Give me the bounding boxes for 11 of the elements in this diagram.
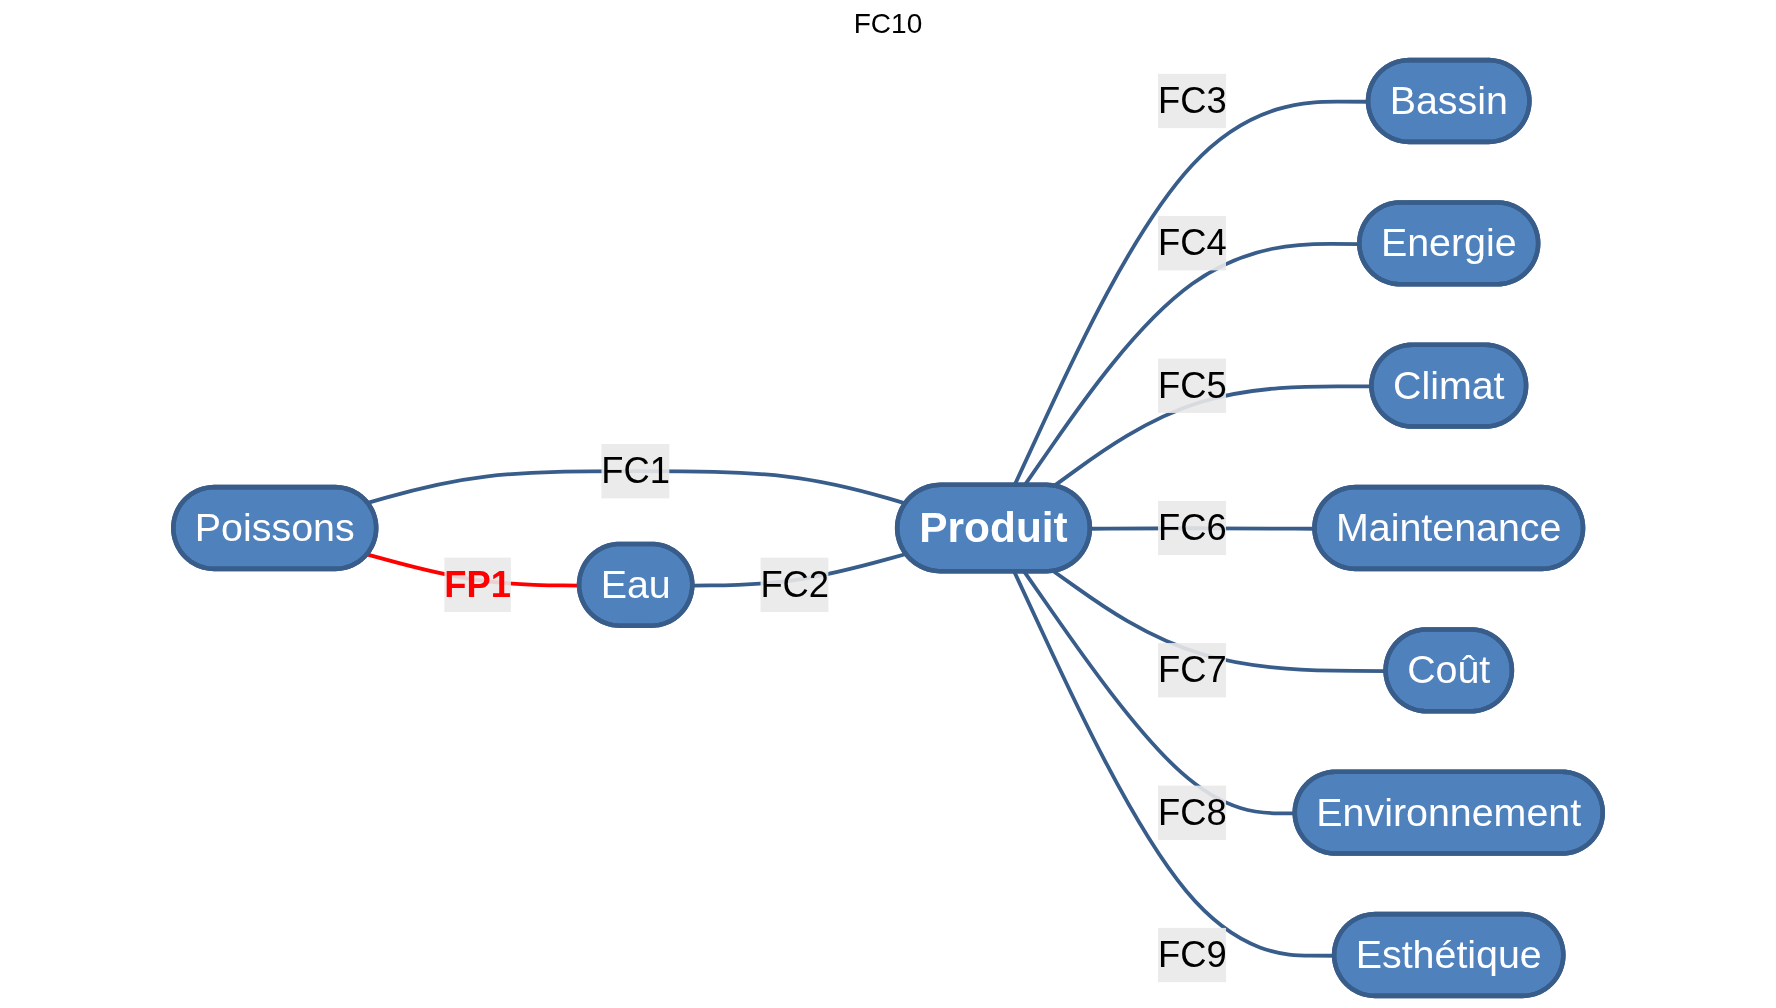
edge-label: FC2 <box>760 563 830 605</box>
edge-label: FC1 <box>601 450 670 491</box>
edge-label: FC9 <box>1157 933 1227 975</box>
edge-label: FC6 <box>1157 506 1227 548</box>
edge-label: FC5 <box>1157 364 1227 406</box>
edge-label: FC8 <box>1157 791 1227 833</box>
note-label: FC10 <box>853 8 923 39</box>
edge-label: FC7 <box>1157 649 1227 691</box>
edge-label: FC4 <box>1157 222 1227 264</box>
edge-label: FC3 <box>1157 79 1227 121</box>
edge-label: FP1 <box>444 563 511 605</box>
